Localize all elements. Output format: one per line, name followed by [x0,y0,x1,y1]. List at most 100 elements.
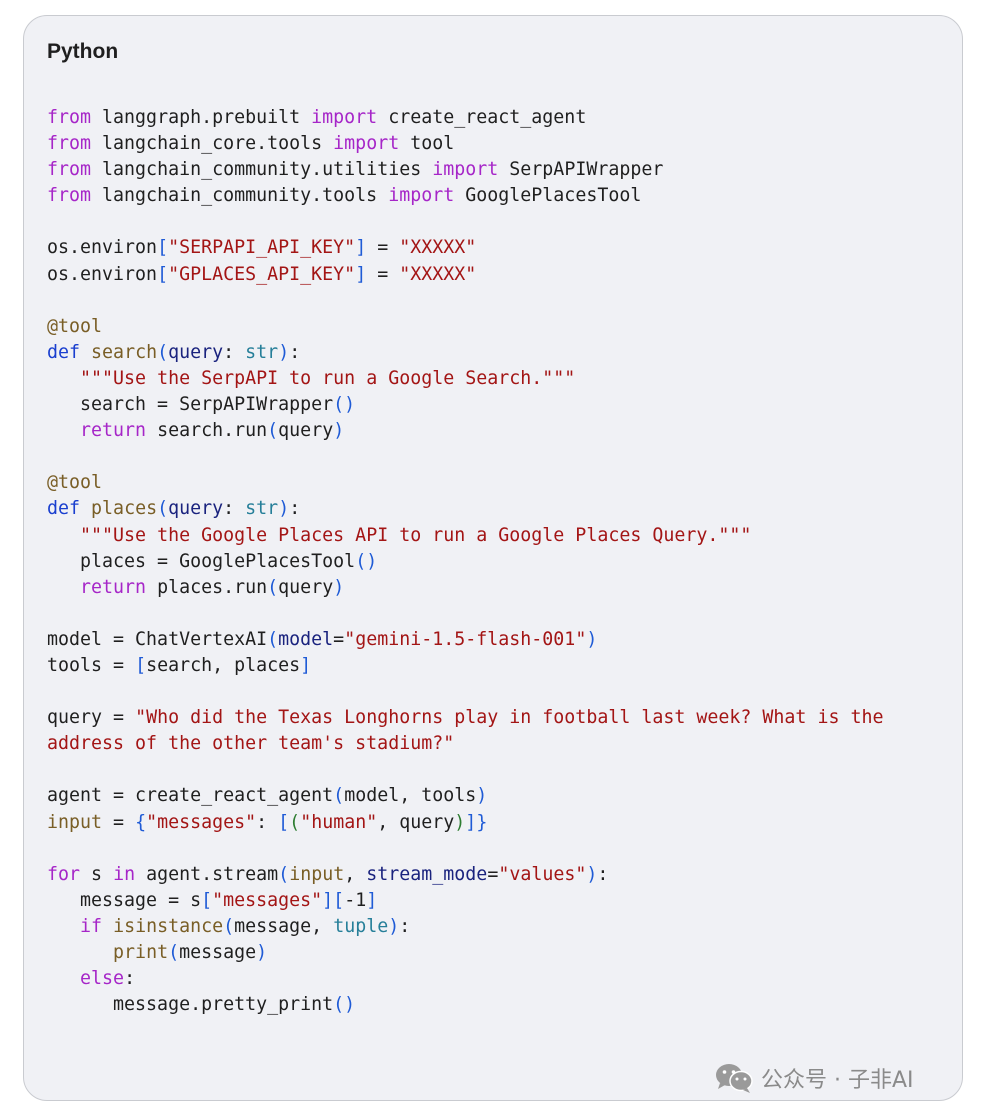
code-line: def places(query: str): [47,496,884,522]
code-language-label: Python [47,40,119,63]
code-token: , [344,863,367,885]
code-line: @tool [47,470,884,496]
code-token: in [113,863,136,885]
code-token: ] [465,811,477,833]
code-token: } [476,811,488,833]
code-token: search, places [146,654,301,676]
code-token: ( [267,576,279,598]
code-line: address of the other team's stadium?" [47,731,884,757]
code-token: query = [47,707,136,729]
code-token: from [47,159,92,181]
code-token: [ [201,889,213,911]
code-token: ][ [322,889,345,911]
code-token: ) [278,341,290,363]
code-token: langchain_core.tools [91,133,334,155]
code-token: : [124,968,136,990]
code-token: search.run [146,420,268,442]
code-line: """Use the SerpAPI to run a Google Searc… [47,366,884,392]
watermark-text: 公众号 · 子非AI [761,1068,914,1093]
code-token: "GPLACES_API_KEY" [168,263,356,285]
code-token: query [168,498,224,520]
code-token: ( [278,863,290,885]
code-token: query [168,341,224,363]
code-token: [ [157,237,169,259]
code-token: : [256,811,279,833]
code-line: query = "Who did the Texas Longhorns pla… [47,705,884,731]
code-token: () [355,550,378,572]
code-line [47,288,884,314]
code-token: @tool [47,315,103,337]
code-token: ] [366,889,378,911]
code-token: : [289,498,301,520]
code-token: "human" [300,811,378,833]
code-token: tuple [333,915,389,937]
code-line [47,209,884,235]
code-token: from [47,107,92,128]
code-content[interactable]: from langgraph.prebuilt import create_re… [47,105,884,1018]
code-token [80,342,91,363]
code-line: message.pretty_print() [47,992,884,1018]
code-token: ) [586,863,598,885]
code-token: ( [157,498,169,520]
code-token: query [278,420,334,442]
code-token: = [366,237,400,259]
code-token: = [487,863,499,885]
wechat-icon [716,1064,753,1093]
code-token: input [289,863,345,885]
code-line: from langchain_core.tools import tool [47,131,884,157]
code-token: os.environ [47,237,158,259]
code-line: return search.run(query) [47,418,884,444]
code-token: ( [168,942,180,963]
code-token: str [245,341,279,363]
code-token: for [47,863,81,885]
code-token: ( [223,915,235,937]
code-token: import [333,133,400,155]
code-line [47,836,884,862]
code-token: ( [157,341,169,363]
code-token: ] [300,654,312,676]
code-token [47,368,80,389]
code-line: @tool [47,314,884,340]
code-line: search = SerpAPIWrapper() [47,392,884,418]
code-token: str [245,498,279,520]
code-token: () [333,394,356,416]
code-token: tool [399,133,455,155]
code-token: -1 [344,889,367,911]
code-token: ( [267,420,279,442]
code-line: os.environ["SERPAPI_API_KEY"] = "XXXXX" [47,235,884,261]
code-token: import [432,159,499,181]
code-token: GooglePlacesTool [454,185,642,207]
code-token [47,420,80,441]
code-token: "SERPAPI_API_KEY" [168,237,356,259]
code-token: model = ChatVertexAI [47,628,268,650]
code-token: s [80,863,114,885]
code-token: """Use the SerpAPI to run a Google Searc… [80,367,576,389]
code-token: ] [355,263,367,285]
code-token: ) [333,576,345,598]
code-token: : [597,863,609,885]
code-line [47,601,884,627]
code-line: if isinstance(message, tuple): [47,914,884,940]
code-line: return places.run(query) [47,575,884,601]
code-line: message = s["messages"][-1] [47,888,884,914]
code-token: = [102,811,136,833]
code-token: import [388,185,455,207]
code-token: places.run [146,576,268,598]
code-token: """Use the Google Places API to run a Go… [80,524,752,546]
code-token: langchain_community.utilities [91,159,433,181]
code-line: from langchain_community.tools import Go… [47,183,884,209]
code-token: : [289,341,301,363]
code-token: [ [135,654,147,676]
code-token [47,916,80,937]
code-token: ) [388,915,400,937]
code-token: "messages" [146,811,257,833]
code-token: , query [377,811,455,833]
code-token: { [135,811,147,833]
code-token: agent = create_react_agent [47,785,334,807]
code-token: message.pretty_print [47,994,334,1016]
code-token: ) [333,420,345,442]
code-token [102,916,113,937]
code-token: return [80,420,147,442]
code-token: = [366,263,400,285]
code-token: "XXXXX" [399,237,477,259]
